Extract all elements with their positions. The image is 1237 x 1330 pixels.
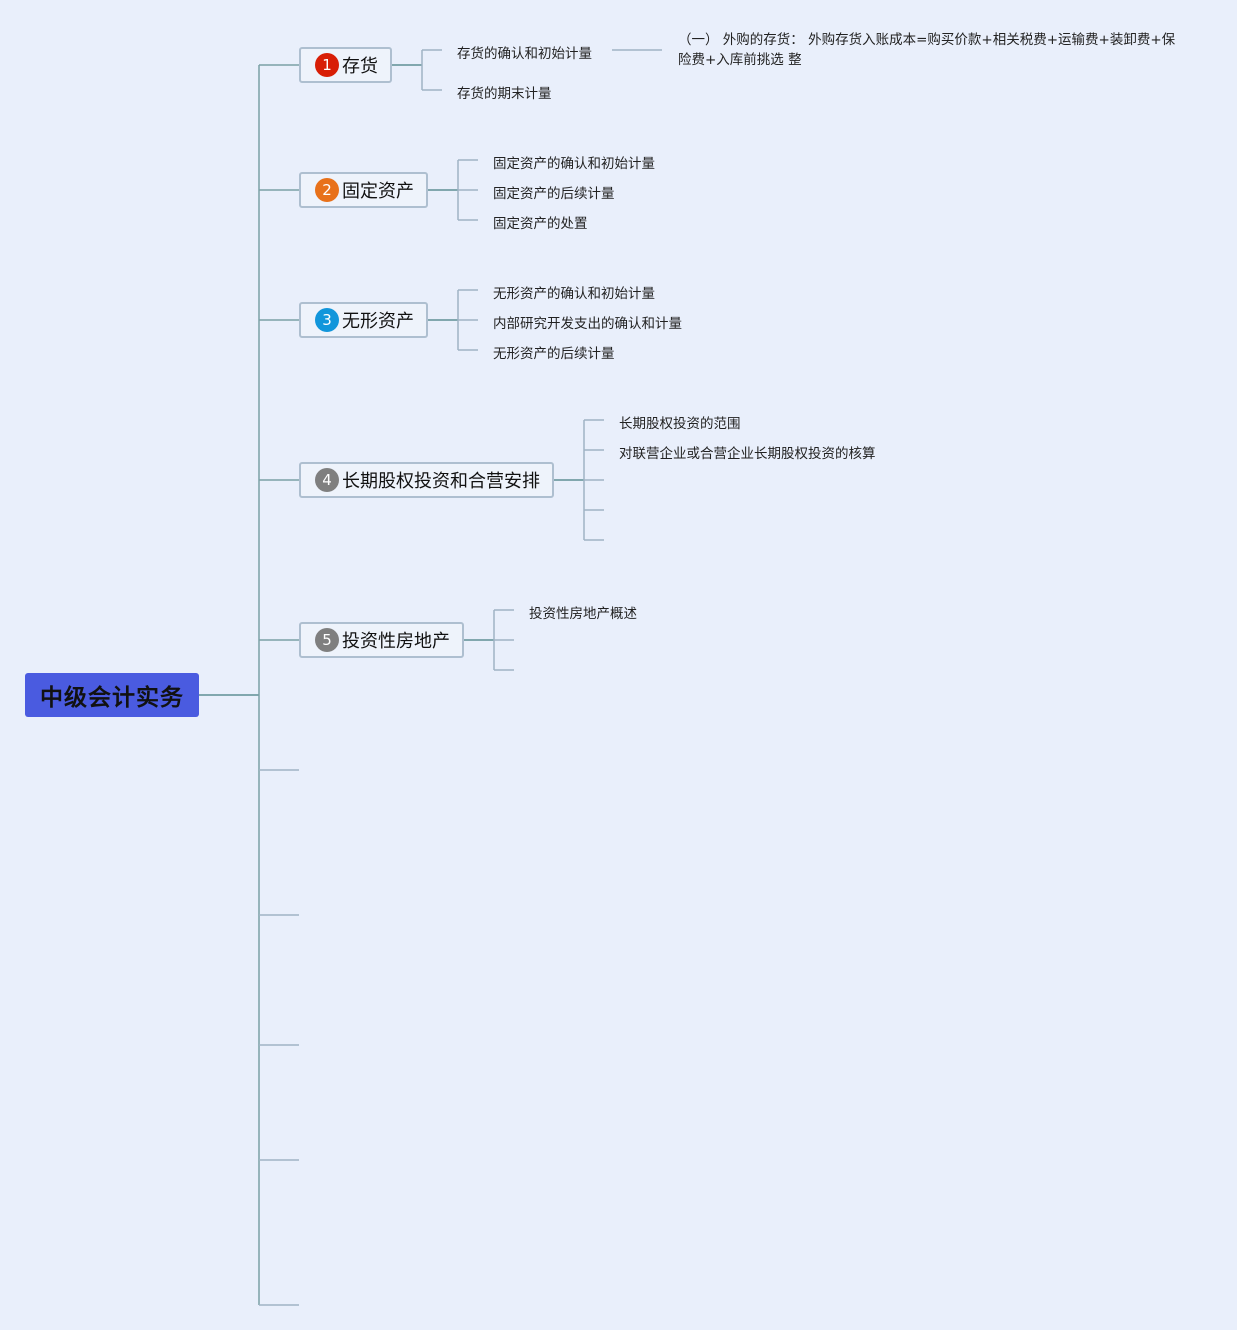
- branch-label: 投资性房地产: [342, 631, 450, 652]
- branch-3-connectors: [428, 289, 478, 351]
- branch-node-inventory[interactable]: 1 存货: [299, 47, 392, 83]
- leaf-inventory-recognition[interactable]: 存货的确认和初始计量: [457, 46, 592, 62]
- number-badge-1: 1: [315, 53, 339, 77]
- branch-1-connectors: [392, 49, 662, 91]
- branch-2-connectors: [428, 159, 478, 221]
- leaf-inventory-period-end[interactable]: 存货的期末计量: [457, 86, 552, 102]
- branch-node-fixed-assets[interactable]: 2 固定资产: [299, 172, 428, 208]
- branch-5-connectors: [464, 609, 514, 671]
- branch-node-long-term-equity[interactable]: 4 长期股权投资和合营安排: [299, 462, 554, 498]
- leaf-fixed-assets-disposal[interactable]: 固定资产的处置: [493, 216, 588, 232]
- note-purchased-inventory[interactable]: （一） 外购的存货： 外购存货入账成本=购买价款+相关税费+运输费+装卸费+保险…: [678, 32, 1176, 68]
- branch-node-investment-property[interactable]: 5 投资性房地产: [299, 622, 464, 658]
- branch-label: 固定资产: [342, 181, 414, 202]
- root-label: 中级会计实务: [40, 685, 184, 711]
- branch-label: 长期股权投资和合营安排: [342, 471, 540, 492]
- branch-label: 存货: [342, 56, 378, 77]
- leaf-investment-property-overview[interactable]: 投资性房地产概述: [529, 606, 637, 622]
- leaf-intangible-recognition[interactable]: 无形资产的确认和初始计量: [493, 286, 655, 302]
- number-badge-2: 2: [315, 178, 339, 202]
- number-badge-4: 4: [315, 468, 339, 492]
- branch-node-intangible-assets[interactable]: 3 无形资产: [299, 302, 428, 338]
- leaf-fixed-assets-recognition[interactable]: 固定资产的确认和初始计量: [493, 156, 655, 172]
- leaf-equity-scope[interactable]: 长期股权投资的范围: [619, 416, 741, 432]
- number-badge-5: 5: [315, 628, 339, 652]
- root-node[interactable]: 中级会计实务: [25, 673, 199, 717]
- leaf-intangible-subsequent[interactable]: 无形资产的后续计量: [493, 346, 615, 362]
- leaf-internal-rd[interactable]: 内部研究开发支出的确认和计量: [493, 316, 682, 332]
- branch-4-connectors: [554, 419, 604, 541]
- branch-label: 无形资产: [342, 311, 414, 332]
- number-badge-3: 3: [315, 308, 339, 332]
- leaf-fixed-assets-subsequent[interactable]: 固定资产的后续计量: [493, 186, 615, 202]
- leaf-equity-associates[interactable]: 对联营企业或合营企业长期股权投资的核算: [619, 446, 876, 462]
